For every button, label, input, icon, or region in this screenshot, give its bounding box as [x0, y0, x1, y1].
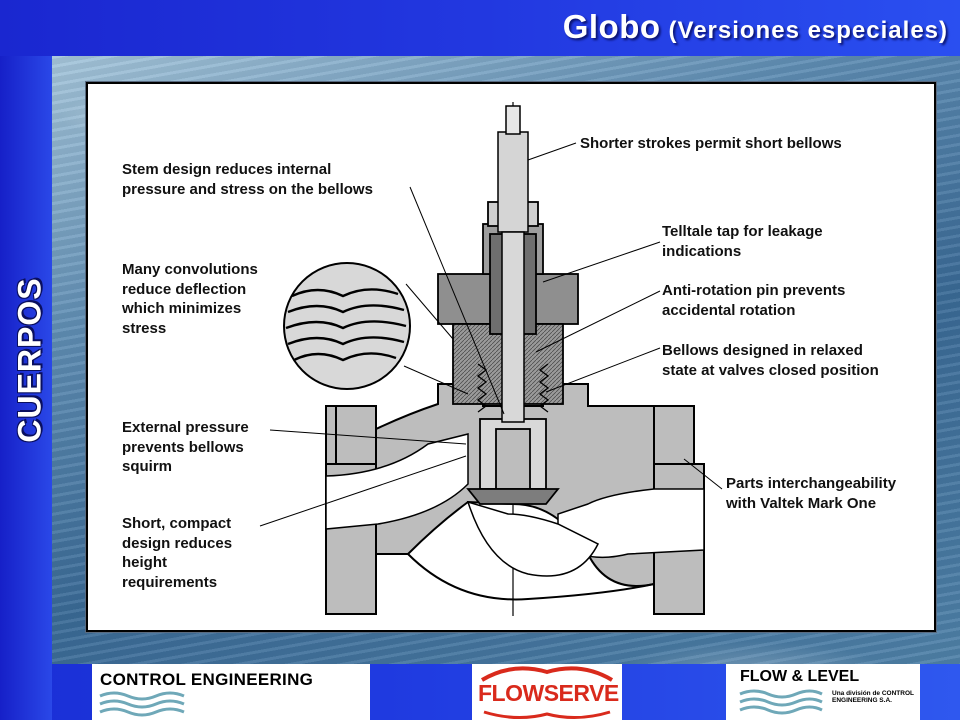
- left-gradient-band: [0, 0, 52, 720]
- callout-stem-design: Stem design reduces internal pressure an…: [122, 160, 373, 199]
- vertical-section-label: CUERPOS: [11, 277, 48, 443]
- flowserve-logo: FLOWSERVE: [472, 664, 622, 720]
- callout-line: design reduces: [122, 534, 233, 552]
- callout-line: pressure and stress on the bellows: [122, 180, 373, 198]
- callout-line: height: [122, 554, 167, 571]
- control-engineering-logo: CONTROL ENGINEERING: [92, 664, 370, 720]
- callout-shorter-strokes: Shorter strokes permit short bellows: [580, 134, 842, 154]
- flow-level-text: FLOW & LEVEL: [740, 668, 860, 685]
- flowserve-swoosh-icon: [480, 666, 614, 720]
- callout-telltale: Telltale tap for leakage indications: [662, 222, 823, 261]
- callout-line: stress: [122, 319, 167, 337]
- callout-line: which minimizes: [122, 300, 242, 317]
- callout-line: indications: [662, 242, 742, 260]
- flow-level-logo: FLOW & LEVEL Una división de CONTROL ENG…: [726, 664, 920, 720]
- flow-level-subtext: Una división de CONTROL ENGINEERING S.A.: [832, 690, 914, 704]
- flowserve-text: FLOWSERVE: [478, 680, 619, 706]
- title-main: Globo: [562, 8, 661, 45]
- callout-external-pressure: External pressure prevents bellows squir…: [122, 418, 249, 477]
- callout-convolutions: Many convolutions reduce deflection whic…: [122, 260, 258, 338]
- wave-icon: [739, 689, 823, 715]
- callout-line: Many convolutions: [122, 261, 258, 278]
- callout-line: Anti-rotation pin prevents: [662, 282, 846, 299]
- callout-line: Parts interchangeability: [726, 475, 897, 492]
- callout-line: accidental rotation: [662, 301, 796, 319]
- valve-stem: [497, 105, 529, 423]
- callout-line: Short, compact: [122, 515, 232, 532]
- callout-line: External pressure: [122, 419, 249, 436]
- slide-title: Globo (Versiones especiales): [563, 8, 948, 46]
- valve-cross-section-drawing: [259, 102, 723, 616]
- callout-leader-lines: [259, 142, 723, 527]
- callout-line: state at valves closed position: [662, 361, 879, 379]
- valve-diagram-panel: Stem design reduces internal pressure an…: [86, 82, 936, 632]
- callout-interchangeability: Parts interchangeability with Valtek Mar…: [726, 474, 896, 513]
- callout-short-compact: Short, compact design reduces height req…: [122, 514, 232, 592]
- control-engineering-text: CONTROL ENGINEERING: [100, 670, 314, 689]
- callout-line: Shorter strokes permit short bellows: [580, 135, 842, 152]
- callout-bellows-relaxed: Bellows designed in relaxed state at val…: [662, 341, 879, 380]
- title-sub: (Versiones especiales): [668, 17, 948, 44]
- callout-line: Telltale tap for leakage: [662, 223, 823, 240]
- callout-line: prevents bellows: [122, 438, 244, 456]
- valve-body: [325, 383, 705, 615]
- callout-anti-rotation: Anti-rotation pin prevents accidental ro…: [662, 281, 845, 320]
- callout-line: squirm: [122, 458, 173, 475]
- callout-line: Stem design reduces internal: [122, 161, 332, 178]
- callout-line: Bellows designed in relaxed: [662, 342, 863, 359]
- wave-icon: [99, 691, 185, 717]
- title-bar: Globo (Versiones especiales): [0, 0, 960, 56]
- callout-line: with Valtek Mark One: [726, 494, 877, 512]
- callout-line: requirements: [122, 573, 218, 591]
- callout-line: reduce deflection: [122, 280, 247, 298]
- bellows-detail-magnifier: [283, 262, 469, 395]
